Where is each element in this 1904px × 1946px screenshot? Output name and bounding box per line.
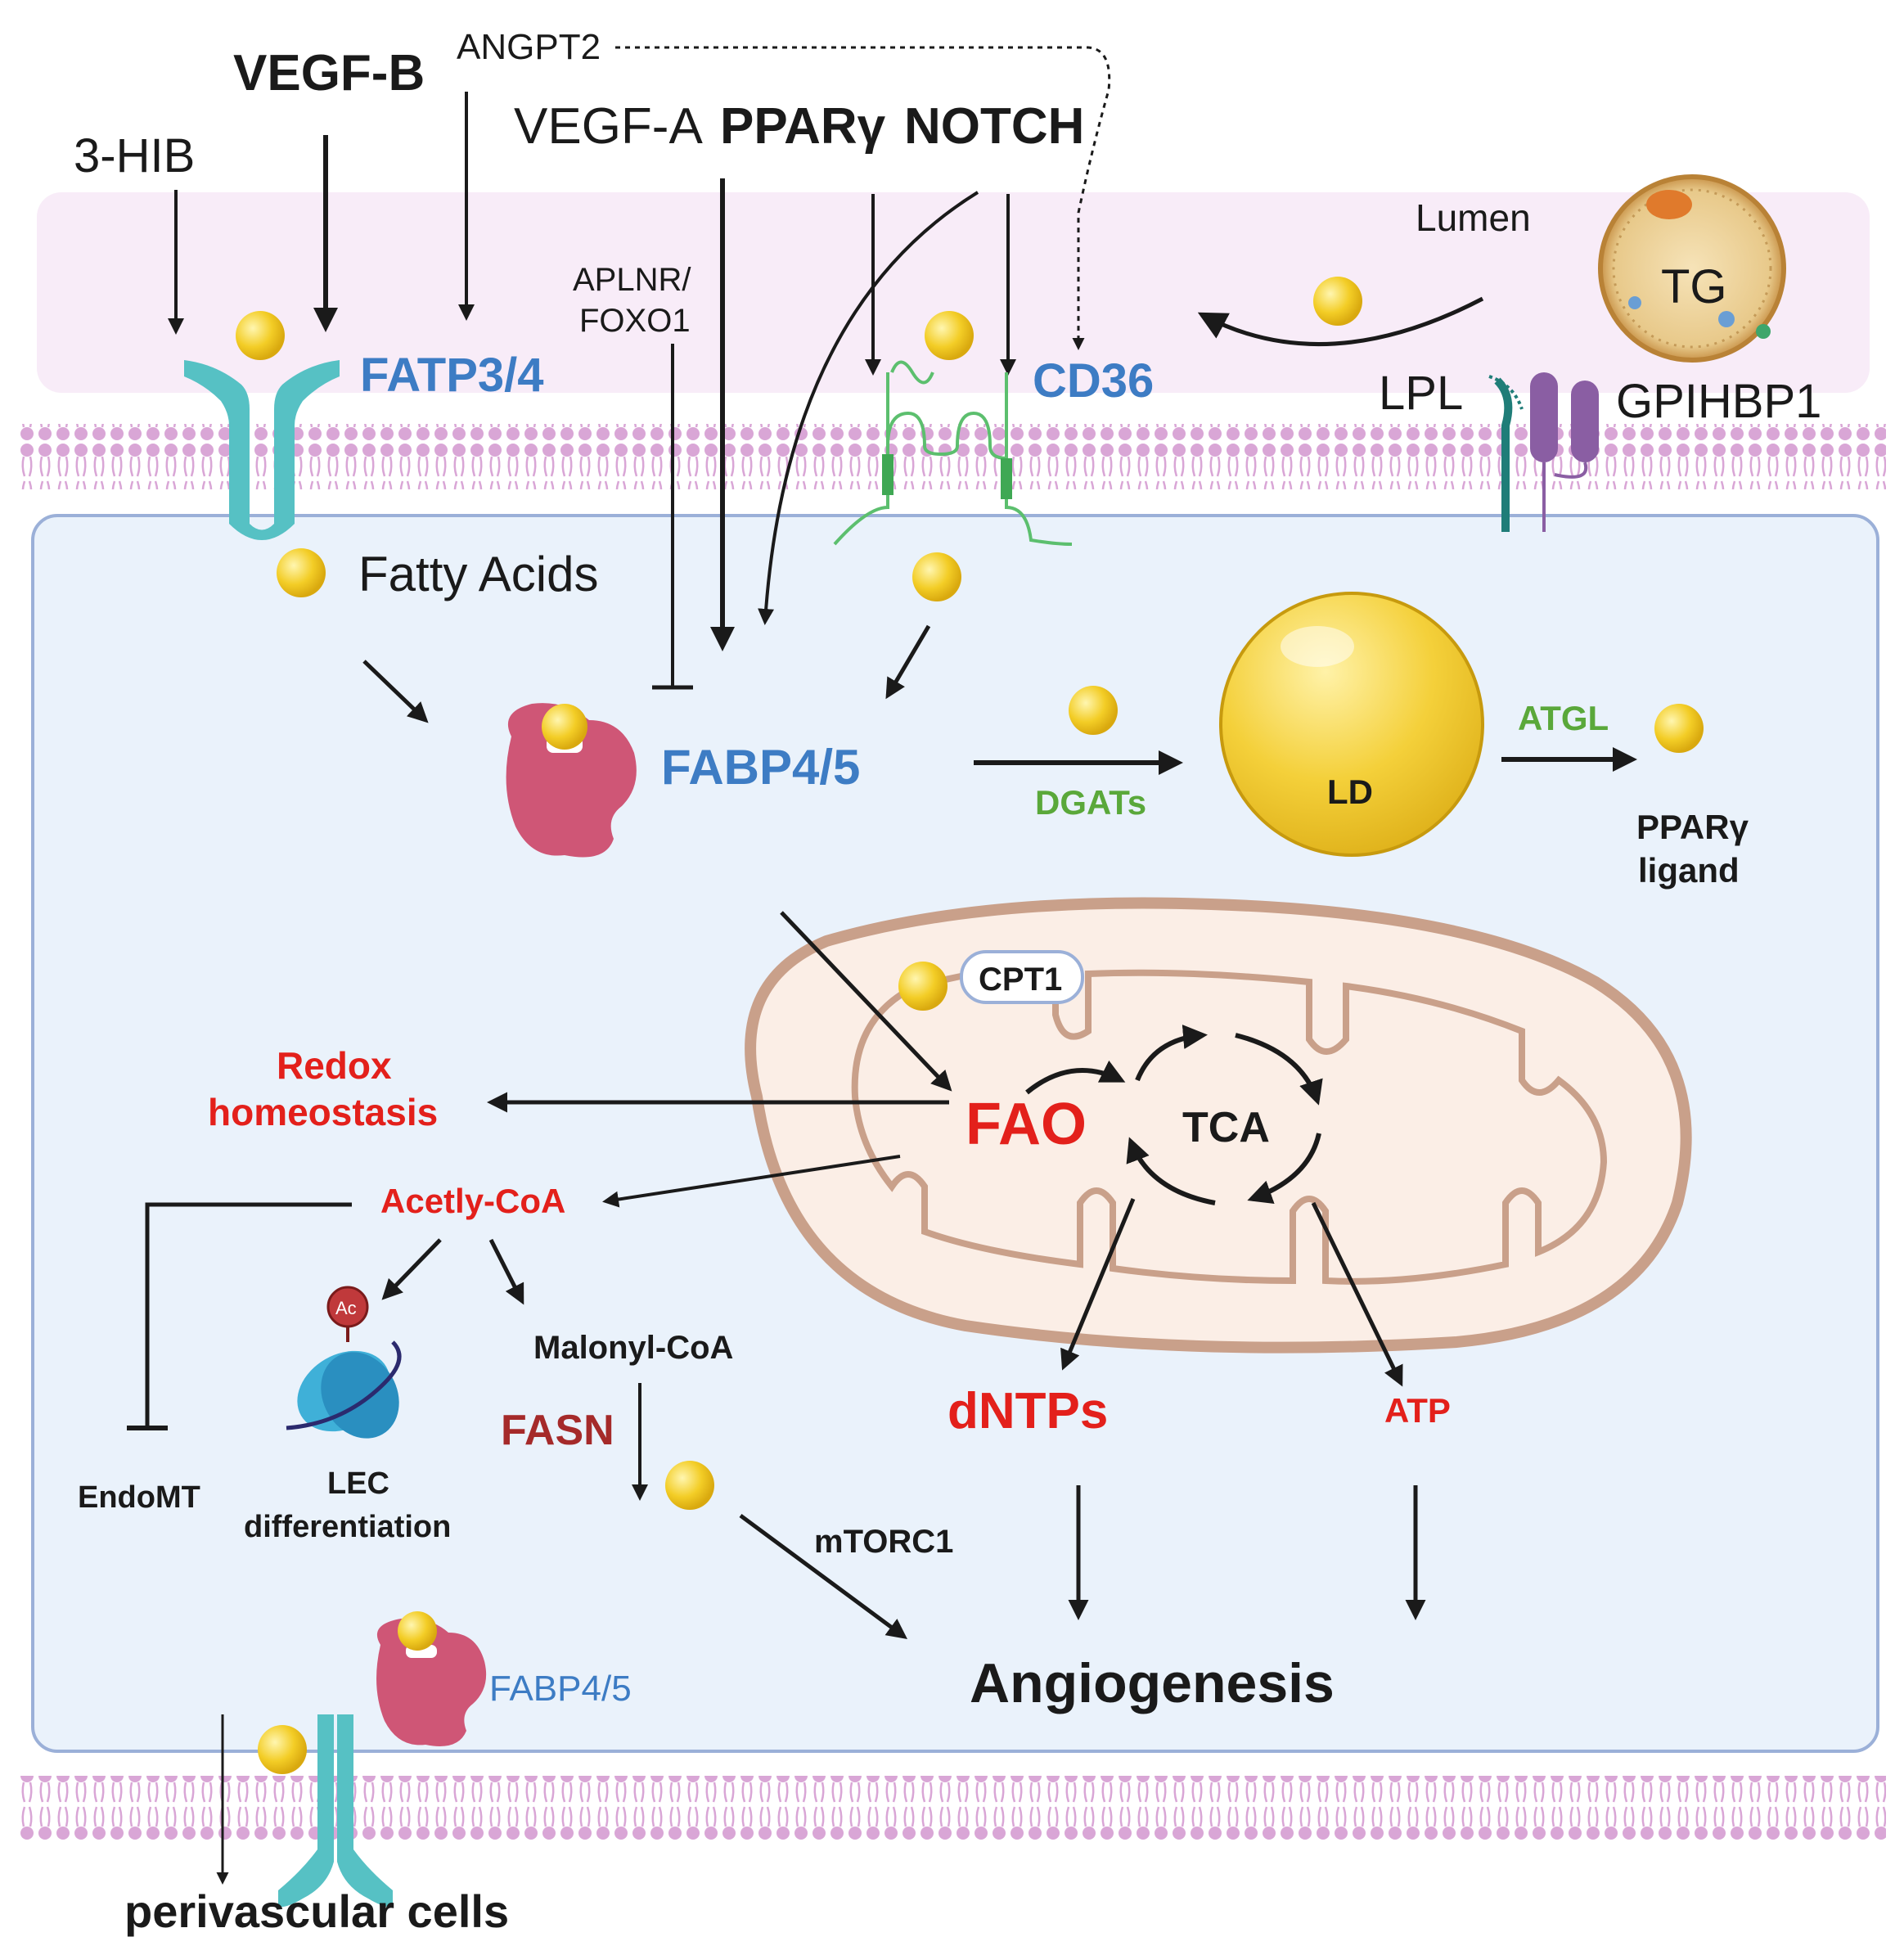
label-lec-line2: differentiation [244, 1510, 451, 1544]
label-atgl: ATGL [1518, 699, 1609, 737]
arrow-cd36-lipid-to-fabp [885, 624, 931, 700]
lipid-fatty-acids [277, 548, 326, 597]
label-fasn: FASN [501, 1407, 614, 1454]
ld-highlight [1281, 626, 1354, 667]
label-tca: TCA [1182, 1104, 1270, 1151]
arrow-fasn-to-angiogenesis [739, 1513, 908, 1639]
label-foxo1: FOXO1 [579, 303, 691, 339]
tca-cycle-icon [1025, 1025, 1323, 1205]
lipid-droplet-lumen [1313, 277, 1362, 326]
lipid-dgat [1069, 686, 1118, 735]
label-cpt1: CPT1 [979, 962, 1062, 998]
label-malonyl-coa: Malonyl-CoA [533, 1330, 733, 1366]
lipid-ppar-ligand [1654, 704, 1704, 753]
arrow-acetyl-coa-to-lec [381, 1238, 442, 1300]
arrow-fabp-to-fao [780, 911, 952, 1092]
label-lpl: LPL [1379, 367, 1463, 420]
label-gpihbp1: GPIHBP1 [1616, 375, 1821, 428]
lipid-bottom-transporter [258, 1725, 307, 1774]
label-vegf-b: VEGF-B [233, 45, 425, 101]
label-tg: TG [1661, 260, 1727, 313]
lipid-fabp-main [542, 704, 587, 750]
label-endomt: EndoMT [78, 1480, 200, 1515]
lipid-cd36-inner [912, 552, 961, 601]
label-aplnr: APLNR/ [573, 262, 691, 298]
arrow-tg-to-lumen [1197, 296, 1484, 347]
arrow-angpt2-to-cd36-dashed [615, 46, 1111, 350]
fatp-transporter-bottom-icon [278, 1714, 393, 1908]
mitochondrion-icon [745, 897, 1692, 1354]
label-lec-line1: LEC [327, 1466, 389, 1501]
cpt1-badge [960, 950, 1084, 1004]
gpihbp1-receptor-icon [1530, 372, 1599, 532]
label-fao: FAO [966, 1092, 1087, 1157]
arrow-acetyl-coa-to-malonyl [488, 1238, 524, 1305]
label-fabp4-5-main: FABP4/5 [661, 740, 860, 795]
label-fatty-acids: Fatty Acids [358, 547, 598, 601]
label-mtorc1: mTORC1 [814, 1524, 953, 1560]
label-lumen: Lumen [1416, 196, 1531, 239]
lipid-droplet-ld [1219, 592, 1484, 857]
inhibit-acetyl-coa-to-endomt [145, 1202, 352, 1428]
arrow-tca-to-atp [1311, 1201, 1403, 1387]
label-redox-line2: homeostasis [208, 1091, 438, 1133]
label-ld: LD [1327, 773, 1373, 811]
histone-nucleosome-icon [286, 1324, 402, 1439]
label-acetyl-coa: Acetly-CoA [380, 1182, 565, 1220]
lipid-cd36-top [925, 311, 974, 360]
lipid-fatp-top [236, 311, 285, 360]
label-vegf-a: VEGF-A [514, 98, 703, 155]
lumen-region [37, 192, 1870, 393]
lipid-fasn [665, 1461, 714, 1510]
arrow-fatty-acids-to-fabp [362, 660, 429, 723]
label-dgats: DGATs [1035, 783, 1146, 822]
fatp-transporter-icon [184, 360, 340, 540]
label-redox-line1: Redox [277, 1044, 392, 1087]
label-ppar-ligand-line1: PPARγ [1636, 808, 1749, 846]
label-dntps: dNTPs [947, 1383, 1108, 1439]
arrow-tca-to-dntps [1060, 1198, 1136, 1371]
label-fatp3-4: FATP3/4 [360, 349, 544, 402]
arrow-notch-to-fabp [758, 191, 979, 625]
tg-lipoprotein-particle [1598, 174, 1786, 363]
lipid-fabp-bottom [398, 1611, 437, 1651]
label-fabp4-5-bottom: FABP4/5 [489, 1669, 632, 1709]
label-ac: Ac [335, 1298, 357, 1318]
lpl-anchor-icon [1488, 375, 1524, 532]
label-angiogenesis: Angiogenesis [970, 1652, 1335, 1714]
acetyl-mark-icon [326, 1286, 369, 1328]
label-3-hib: 3-HIB [74, 129, 195, 182]
lipid-cpt1 [898, 962, 947, 1011]
plasma-membrane-top [16, 424, 1886, 489]
label-cd36: CD36 [1033, 354, 1154, 408]
label-atp: ATP [1384, 1391, 1451, 1430]
label-perivascular-cells: perivascular cells [124, 1885, 509, 1937]
label-notch: NOTCH [904, 98, 1084, 155]
cd36-transporter-icon [833, 360, 1073, 546]
label-ppar-ligand-line2: ligand [1638, 851, 1740, 890]
plasma-membrane-bottom [16, 1776, 1886, 1841]
label-angpt2: ANGPT2 [457, 27, 601, 67]
arrow-fao-to-acetyl-coa [602, 1155, 901, 1208]
label-ppar-gamma: PPARγ [720, 98, 886, 155]
